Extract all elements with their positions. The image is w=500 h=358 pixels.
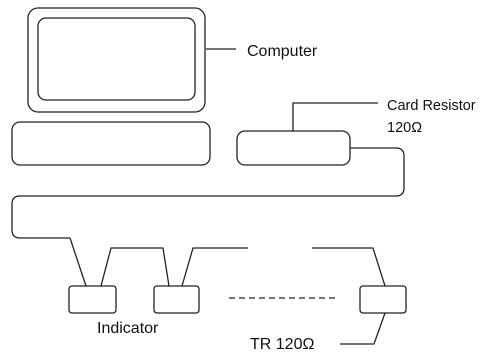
card-resistor-value: 120Ω bbox=[387, 120, 422, 136]
indicator-label: Indicator bbox=[97, 320, 159, 337]
indicator-1-drop-out bbox=[100, 247, 170, 287]
indicator-2-drop-out bbox=[181, 247, 248, 287]
computer-monitor bbox=[27, 7, 206, 113]
card-resistor-leader-line bbox=[292, 102, 378, 131]
terminator-leader-line bbox=[340, 312, 386, 345]
computer-keyboard bbox=[11, 121, 211, 166]
card-resistor-box bbox=[236, 130, 351, 166]
bus-cable bbox=[11, 147, 405, 239]
indicator-1-drop-in bbox=[69, 237, 87, 287]
computer-label: Computer bbox=[247, 43, 318, 60]
indicator-box-last bbox=[359, 285, 407, 314]
terminator-label: TR 120Ω bbox=[250, 336, 314, 353]
indicator-last-drop-in bbox=[312, 247, 386, 287]
indicator-box-2 bbox=[153, 285, 200, 314]
monitor-screen bbox=[37, 17, 196, 101]
indicator-box-1 bbox=[68, 285, 117, 314]
card-resistor-label: Card Resistor bbox=[387, 98, 476, 114]
